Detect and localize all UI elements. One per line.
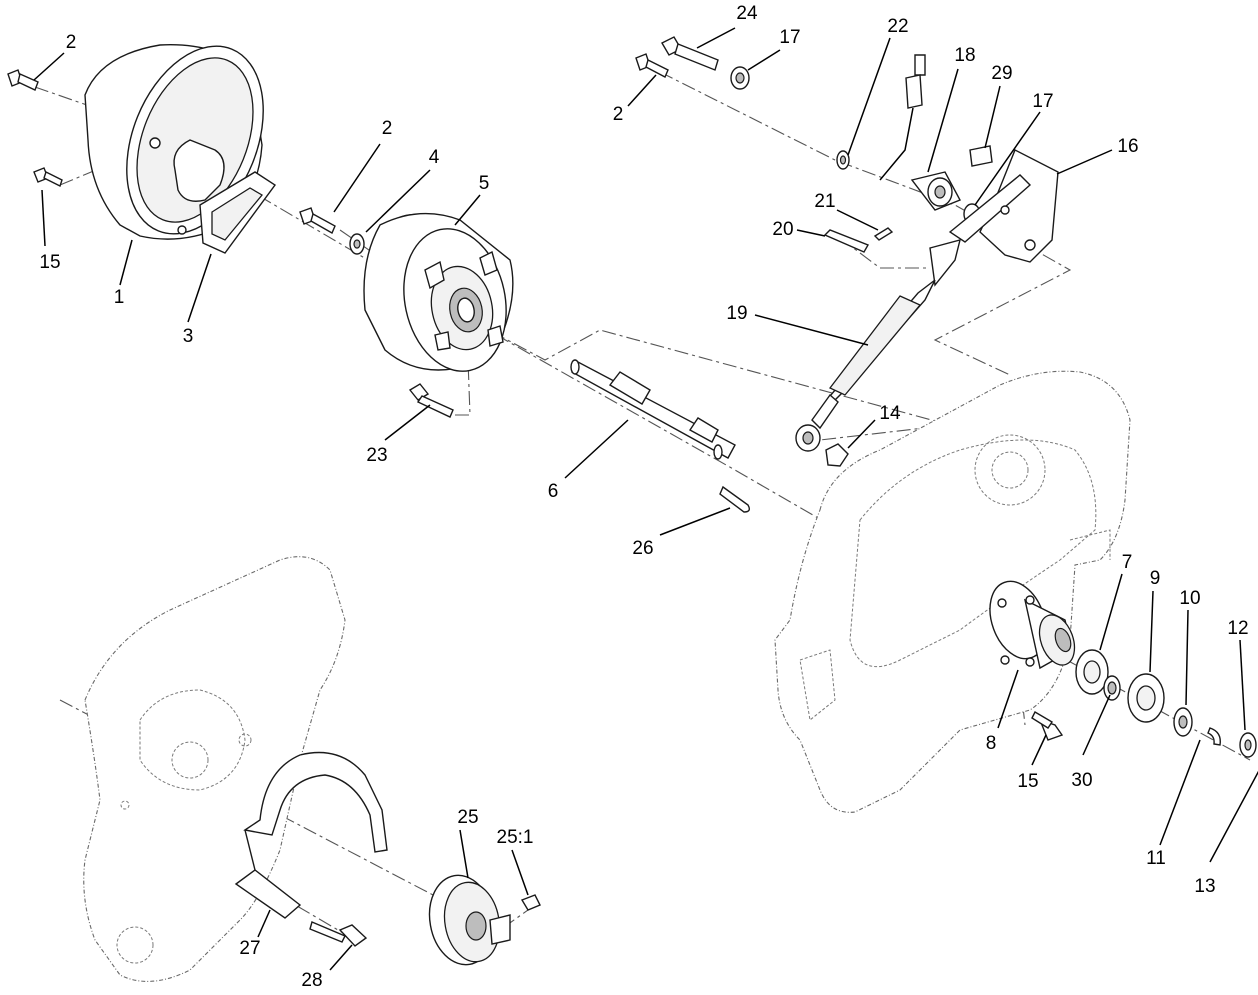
callout-6: 6 (548, 481, 559, 502)
clip-29 (969, 145, 993, 167)
callout-17-right: 17 (1032, 91, 1053, 112)
sensor-probe (879, 54, 926, 181)
callout-4: 4 (429, 147, 440, 168)
pin-26 (719, 485, 751, 513)
callout-17-top: 17 (779, 27, 800, 48)
washer-22 (836, 150, 850, 170)
strap-clamp-27 (234, 751, 388, 919)
bracket-plate (199, 171, 277, 254)
nut-14 (825, 443, 849, 467)
bearing-9 (1127, 673, 1165, 723)
callout-15-left: 15 (39, 252, 60, 273)
callout-23: 23 (366, 445, 387, 466)
callout-27: 27 (239, 938, 260, 959)
bolt-15-right (1031, 711, 1064, 741)
sprocket-gear-25 (428, 874, 511, 966)
callout-28: 28 (301, 970, 322, 991)
callout-15-right: 15 (1017, 771, 1038, 792)
set-screw-25-1 (520, 894, 541, 911)
callout-13: 13 (1194, 876, 1215, 897)
callout-21: 21 (814, 191, 835, 212)
callout-5: 5 (479, 173, 490, 194)
shaft-6 (570, 359, 736, 460)
callout-2-top-left: 2 (66, 32, 77, 53)
callout-29: 29 (991, 63, 1012, 84)
ring-30 (1103, 675, 1121, 701)
bushing-17-top (730, 66, 750, 90)
callout-1: 1 (114, 287, 125, 308)
callout-3: 3 (183, 326, 194, 347)
callout-2-middle: 2 (382, 118, 393, 139)
callout-24: 24 (736, 3, 758, 24)
bearing-7 (1075, 649, 1109, 695)
gear-housing-ghost-right (774, 370, 1131, 813)
gear-housing-ghost-left (83, 556, 346, 982)
callout-10: 10 (1179, 588, 1200, 609)
callout-11: 11 (1146, 848, 1166, 869)
bolt-24 (661, 36, 719, 71)
callout-18: 18 (954, 45, 975, 66)
callout-labels: 1 2 2 2 3 4 5 6 7 8 9 10 11 12 13 14 15 … (39, 3, 1248, 991)
callout-25-1: 25:1 (497, 827, 534, 848)
leader-lines (33, 27, 1258, 971)
callout-26: 26 (632, 538, 653, 559)
bolt-28 (309, 921, 368, 947)
washer-4 (349, 233, 365, 255)
washer-10 (1173, 707, 1193, 737)
bracket-arm-16 (948, 149, 1059, 263)
bolt-left-15 (33, 167, 63, 187)
pin-20 (823, 229, 870, 253)
callout-8: 8 (986, 733, 997, 754)
callout-30: 30 (1071, 770, 1092, 791)
bolt-top-left (7, 69, 39, 91)
bolt-23 (408, 383, 454, 418)
spring-rod-19 (795, 239, 961, 452)
cotter-pin-21 (873, 227, 894, 241)
callout-16: 16 (1117, 136, 1138, 157)
pulley-5 (363, 212, 514, 372)
washer-12 (1239, 732, 1257, 758)
callout-19: 19 (726, 303, 747, 324)
callout-7: 7 (1122, 552, 1133, 573)
callout-2-top-right: 2 (613, 104, 624, 125)
callout-20: 20 (772, 219, 793, 240)
callout-9: 9 (1150, 568, 1161, 589)
hub-8 (989, 580, 1076, 670)
bolt-2-top-right (635, 53, 669, 78)
callout-14: 14 (879, 403, 901, 424)
callout-22: 22 (887, 16, 908, 37)
lever-18 (910, 171, 961, 211)
clip-11 (1207, 727, 1221, 746)
pulley-cover (84, 44, 264, 240)
bolt-2-middle (299, 207, 336, 234)
callout-25: 25 (457, 807, 478, 828)
callout-12: 12 (1227, 618, 1248, 639)
